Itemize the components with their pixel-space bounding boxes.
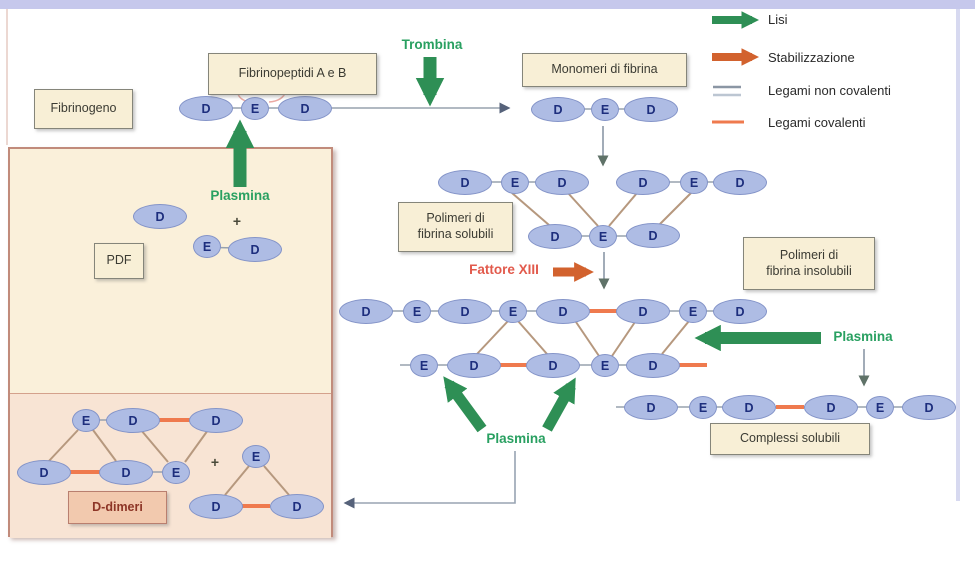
plasmina-diagonal-right-arrow [542,377,576,432]
d-oval: D [804,395,858,420]
d-oval: D [189,408,243,433]
e-oval: E [193,235,221,258]
d-oval: D [228,237,282,262]
left-edge-line [6,9,8,145]
d-oval: D [106,408,160,433]
d-oval: D [528,224,582,249]
d-oval: D [531,97,585,122]
e-oval: E [591,98,619,121]
polimeri-insolubili-box: Polimeri di fibrina insolubili [743,237,875,290]
lysis-arrows [225,11,821,433]
e-oval: E [499,300,527,323]
plasmina-diagonal-left-arrow [443,376,487,433]
e-oval: E [591,354,619,377]
d-oval: D [99,460,153,485]
d-oval: D [179,96,233,121]
plus-sign: + [232,213,242,229]
e-oval: E [241,97,269,120]
e-oval: E [866,396,894,419]
polimeri-insolubili-line1: Polimeri di [779,247,839,262]
d-oval: D [616,170,670,195]
d-oval: D [447,353,501,378]
polimeri-solubili-line2: fibrina solubili [417,227,494,241]
d-oval: D [526,353,580,378]
e-oval: E [679,300,707,323]
d-oval: D [722,395,776,420]
d-oval: D [17,460,71,485]
top-lavender-bar [0,0,975,9]
d-oval: D [616,299,670,324]
process-arrows [343,126,870,509]
d-oval: D [713,170,767,195]
d-oval: D [189,494,243,519]
trombina-label: Trombina [401,37,463,52]
plus-sign: + [210,454,220,470]
covalent-links [70,309,804,508]
e-oval: E [242,445,270,468]
e-oval: E [403,300,431,323]
d-oval: D [278,96,332,121]
lattice-diagonals [47,192,692,496]
legend-non-covalenti-label: Legami non covalenti [768,83,891,98]
plasmina-bottom-label: Plasmina [486,431,546,446]
legend-covalenti-label: Legami covalenti [768,115,866,130]
d-oval: D [270,494,324,519]
d-oval: D [438,170,492,195]
stabilization-arrows [553,48,760,282]
plasmina-left-label: Plasmina [210,188,270,203]
e-oval: E [72,409,100,432]
d-oval: D [536,299,590,324]
e-oval: E [680,171,708,194]
fibrinogeno-box: Fibrinogeno [34,89,133,129]
d-dimeri-box: D-dimeri [68,491,167,524]
polimeri-solubili-line1: Polimeri di [426,211,485,226]
e-oval: E [410,354,438,377]
d-oval: D [339,299,393,324]
legend-lisi-label: Lisi [768,12,788,27]
polimeri-solubili-box: Polimeri di fibrina solubili [398,202,513,252]
pdf-panel-section [10,149,331,393]
complessi-solubili-box: Complessi solubili [710,423,870,455]
d-oval: D [902,395,956,420]
e-oval: E [689,396,717,419]
d-oval: D [133,204,187,229]
plasmina-right-label: Plasmina [833,329,893,344]
pdf-box: PDF [94,243,144,279]
fattore-xiii-label: Fattore XIII [469,262,539,277]
d-oval: D [626,223,680,248]
d-oval: D [624,395,678,420]
d-oval: D [626,353,680,378]
fibrinopeptidi-box: Fibrinopeptidi A e B [208,53,377,95]
e-oval: E [589,225,617,248]
d-oval: D [438,299,492,324]
plasmina-to-ddimeri-elbow-arrow [343,451,516,509]
d-oval: D [713,299,767,324]
legend-lines [712,85,744,124]
right-lavender-line [956,9,960,501]
pdf-ddimer-panel [8,147,333,538]
d-oval: D [535,170,589,195]
e-oval: E [162,461,190,484]
d-oval: D [624,97,678,122]
monomeri-box: Monomeri di fibrina [522,53,687,87]
e-oval: E [501,171,529,194]
legend-stabilizzazione-label: Stabilizzazione [768,50,855,65]
polimeri-insolubili-line2: fibrina insolubili [766,263,852,278]
